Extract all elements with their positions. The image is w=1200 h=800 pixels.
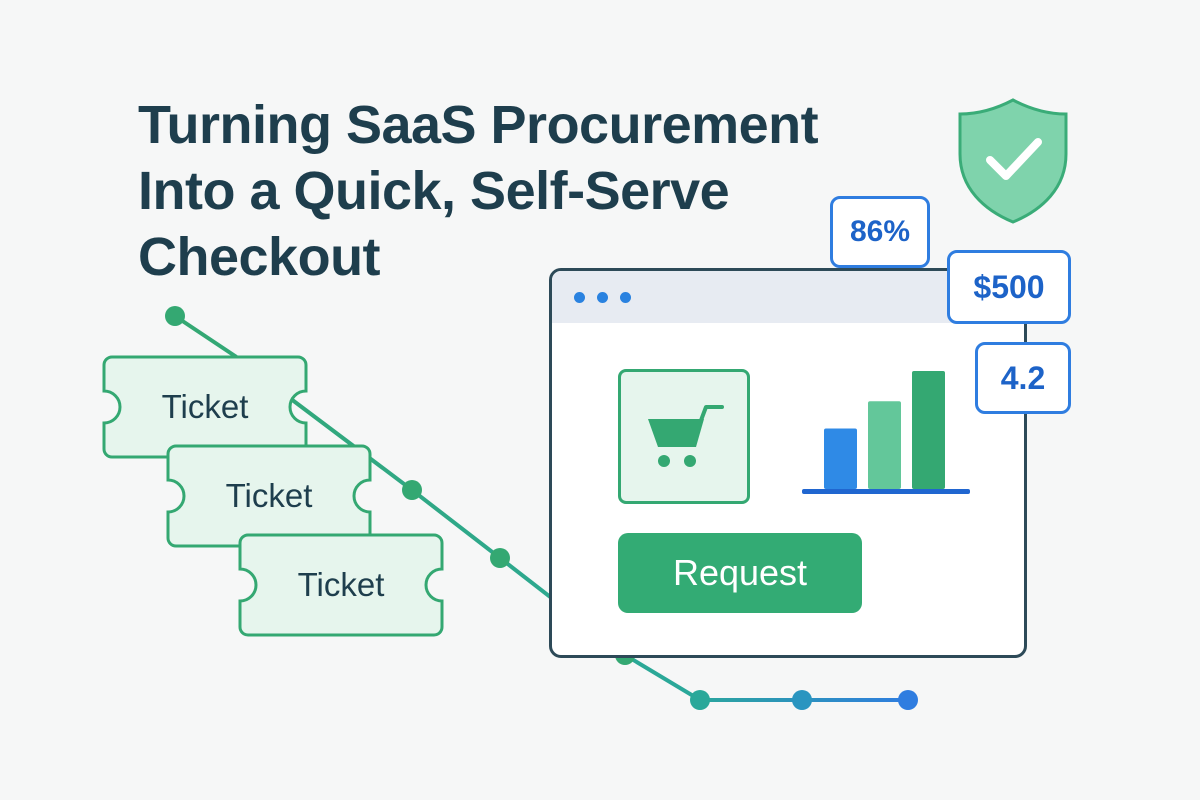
window-dots-icon bbox=[620, 291, 631, 303]
window-dots-icon bbox=[574, 291, 585, 303]
flow-node bbox=[402, 480, 422, 500]
checkout-window: Request bbox=[549, 268, 1027, 658]
cart-tile[interactable] bbox=[618, 369, 750, 504]
chart-bar bbox=[912, 371, 945, 489]
chart-bar bbox=[824, 428, 857, 489]
flow-node bbox=[165, 306, 185, 326]
ticket-card: Ticket bbox=[102, 355, 308, 459]
window-dots-icon bbox=[597, 291, 608, 303]
request-button[interactable]: Request bbox=[618, 533, 862, 613]
flow-node bbox=[690, 690, 710, 710]
score-badge: 86% bbox=[830, 196, 930, 268]
rating-badge: 4.2 bbox=[975, 342, 1071, 414]
flow-node bbox=[792, 690, 812, 710]
flow-node bbox=[490, 548, 510, 568]
headline: Turning SaaS Procurement Into a Quick, S… bbox=[138, 92, 898, 290]
ticket-icon bbox=[238, 533, 444, 637]
ticket-label: Ticket bbox=[297, 566, 385, 603]
window-title-bar bbox=[552, 271, 1024, 323]
ticket-card: Ticket bbox=[238, 533, 444, 637]
headline-line: Checkout bbox=[138, 227, 381, 287]
cart-icon bbox=[648, 404, 724, 467]
chart-baseline bbox=[802, 489, 970, 494]
ticket-label: Ticket bbox=[161, 388, 249, 425]
ticket-label: Ticket bbox=[225, 477, 313, 514]
budget-badge: $500 bbox=[947, 250, 1071, 324]
chart-bar bbox=[868, 401, 901, 489]
flow-node bbox=[898, 690, 918, 710]
bar-chart-icon bbox=[802, 371, 970, 494]
headline-line: Turning SaaS Procurement bbox=[138, 95, 819, 155]
shield-check-icon bbox=[958, 98, 1068, 224]
headline-line: Into a Quick, Self-Serve bbox=[138, 161, 730, 221]
ticket-card: Ticket bbox=[166, 444, 372, 548]
